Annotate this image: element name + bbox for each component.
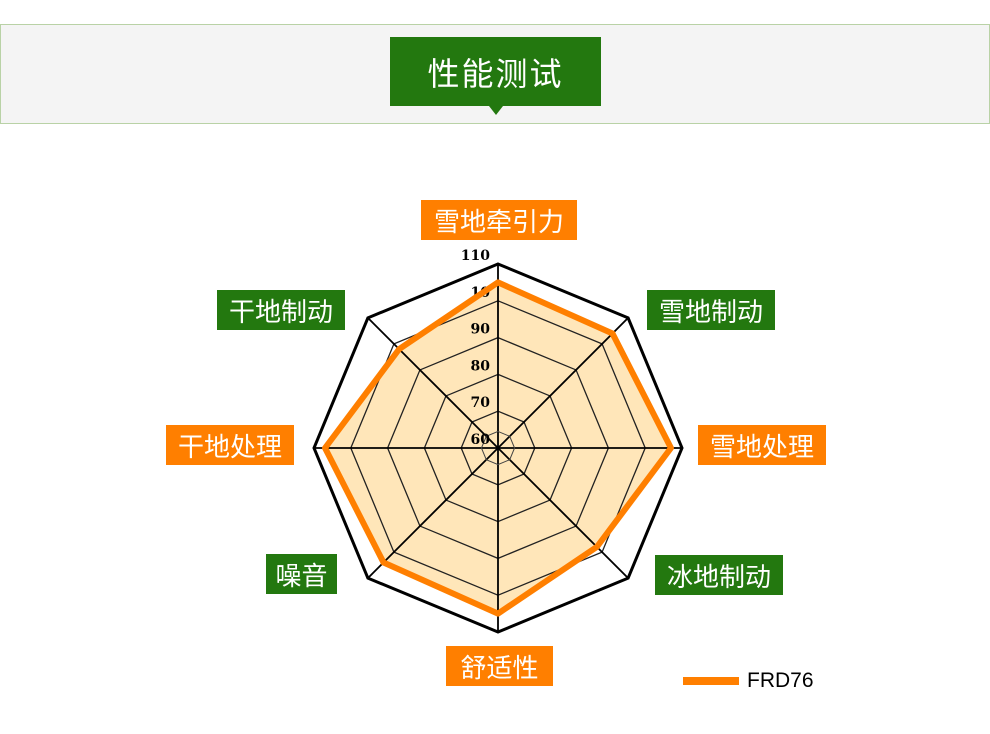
axis-label-snow-braking: 雪地制动 [647,290,775,330]
axis-label-noise: 噪音 [266,554,337,594]
tick-label-80: 80 [471,358,491,374]
axis-label-dry-braking: 干地制动 [217,290,345,330]
axis-label-snow-traction: 雪地牵引力 [421,200,577,240]
axis-spoke-3 [497,447,629,579]
axis-spoke-1 [497,317,629,449]
axis-spoke-5 [367,447,499,579]
tick-label-60: 60 [471,432,491,448]
axis-label-ice-braking: 冰地制动 [655,555,783,595]
tick-label-110: 110 [461,248,490,264]
legend: FRD76 [683,668,814,694]
axis-label-dry-handling: 干地处理 [166,425,294,465]
grid-ring-center [480,430,516,466]
series-line-0 [322,279,674,617]
page-title: 性能测试 [390,37,601,106]
axis-label-comfort: 舒适性 [446,646,553,686]
axis-spoke-7 [367,317,499,449]
tick-label-90: 90 [471,322,491,338]
axis-label-snow-handling: 雪地处理 [698,425,826,465]
legend-label: FRD76 [747,669,814,692]
tick-label-70: 70 [471,395,491,411]
legend-swatch [683,677,739,685]
title-pointer-icon [489,106,503,115]
